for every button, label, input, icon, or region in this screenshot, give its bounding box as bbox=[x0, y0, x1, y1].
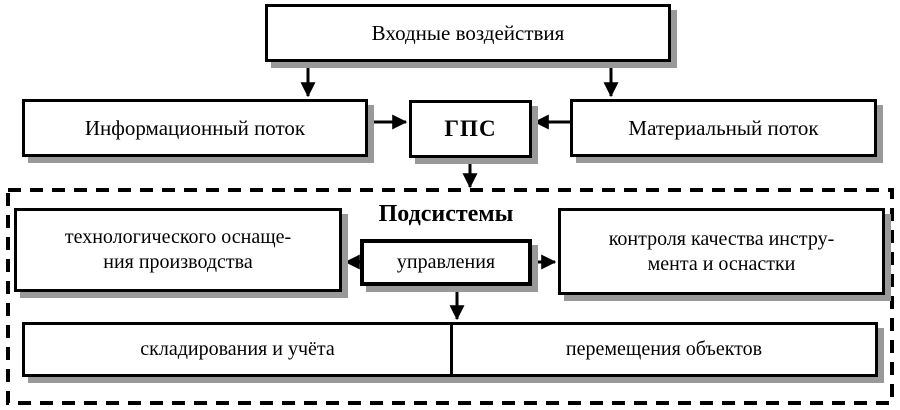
node-subsystem-storage-label: складирования и учёта bbox=[140, 338, 335, 360]
node-subsystem-tech-equipment-label: технологического оснаще- ния производств… bbox=[65, 225, 291, 275]
node-subsystem-tech-equipment: технологического оснаще- ния производств… bbox=[14, 208, 342, 292]
node-gps: ГПС bbox=[409, 100, 532, 158]
node-input-influences: Входные воздействия bbox=[265, 4, 671, 62]
node-subsystem-control: управления bbox=[360, 239, 532, 286]
node-subsystem-storage: складирования и учёта bbox=[25, 325, 450, 374]
node-subsystem-movement: перемещения объектов bbox=[450, 325, 875, 374]
node-gps-label: ГПС bbox=[444, 115, 497, 141]
node-material-flow: Материальный поток bbox=[570, 99, 877, 157]
node-subsystem-movement-label: перемещения объектов bbox=[565, 338, 763, 360]
node-information-flow: Информационный поток bbox=[22, 99, 368, 157]
node-subsystem-control-label: управления bbox=[396, 251, 496, 273]
quality-control-line1: контроля качества инстру- bbox=[608, 227, 835, 250]
tech-equipment-line1: технологического оснаще- bbox=[64, 226, 292, 248]
subsystems-title: Подсистемы bbox=[378, 201, 514, 227]
quality-control-line2: мента и оснастки bbox=[647, 252, 796, 275]
tech-equipment-line2: ния производства bbox=[103, 251, 253, 273]
node-material-flow-label: Материальный поток bbox=[628, 115, 819, 140]
bottom-subsystems-row: складирования и учёта перемещения объект… bbox=[22, 322, 878, 377]
node-subsystem-quality-control-label: контроля качества инстру- мента и оснаст… bbox=[609, 227, 835, 277]
node-information-flow-label: Информационный поток bbox=[84, 115, 306, 140]
node-subsystem-quality-control: контроля качества инстру- мента и оснаст… bbox=[558, 208, 885, 295]
node-input-influences-label: Входные воздействия bbox=[371, 20, 565, 45]
